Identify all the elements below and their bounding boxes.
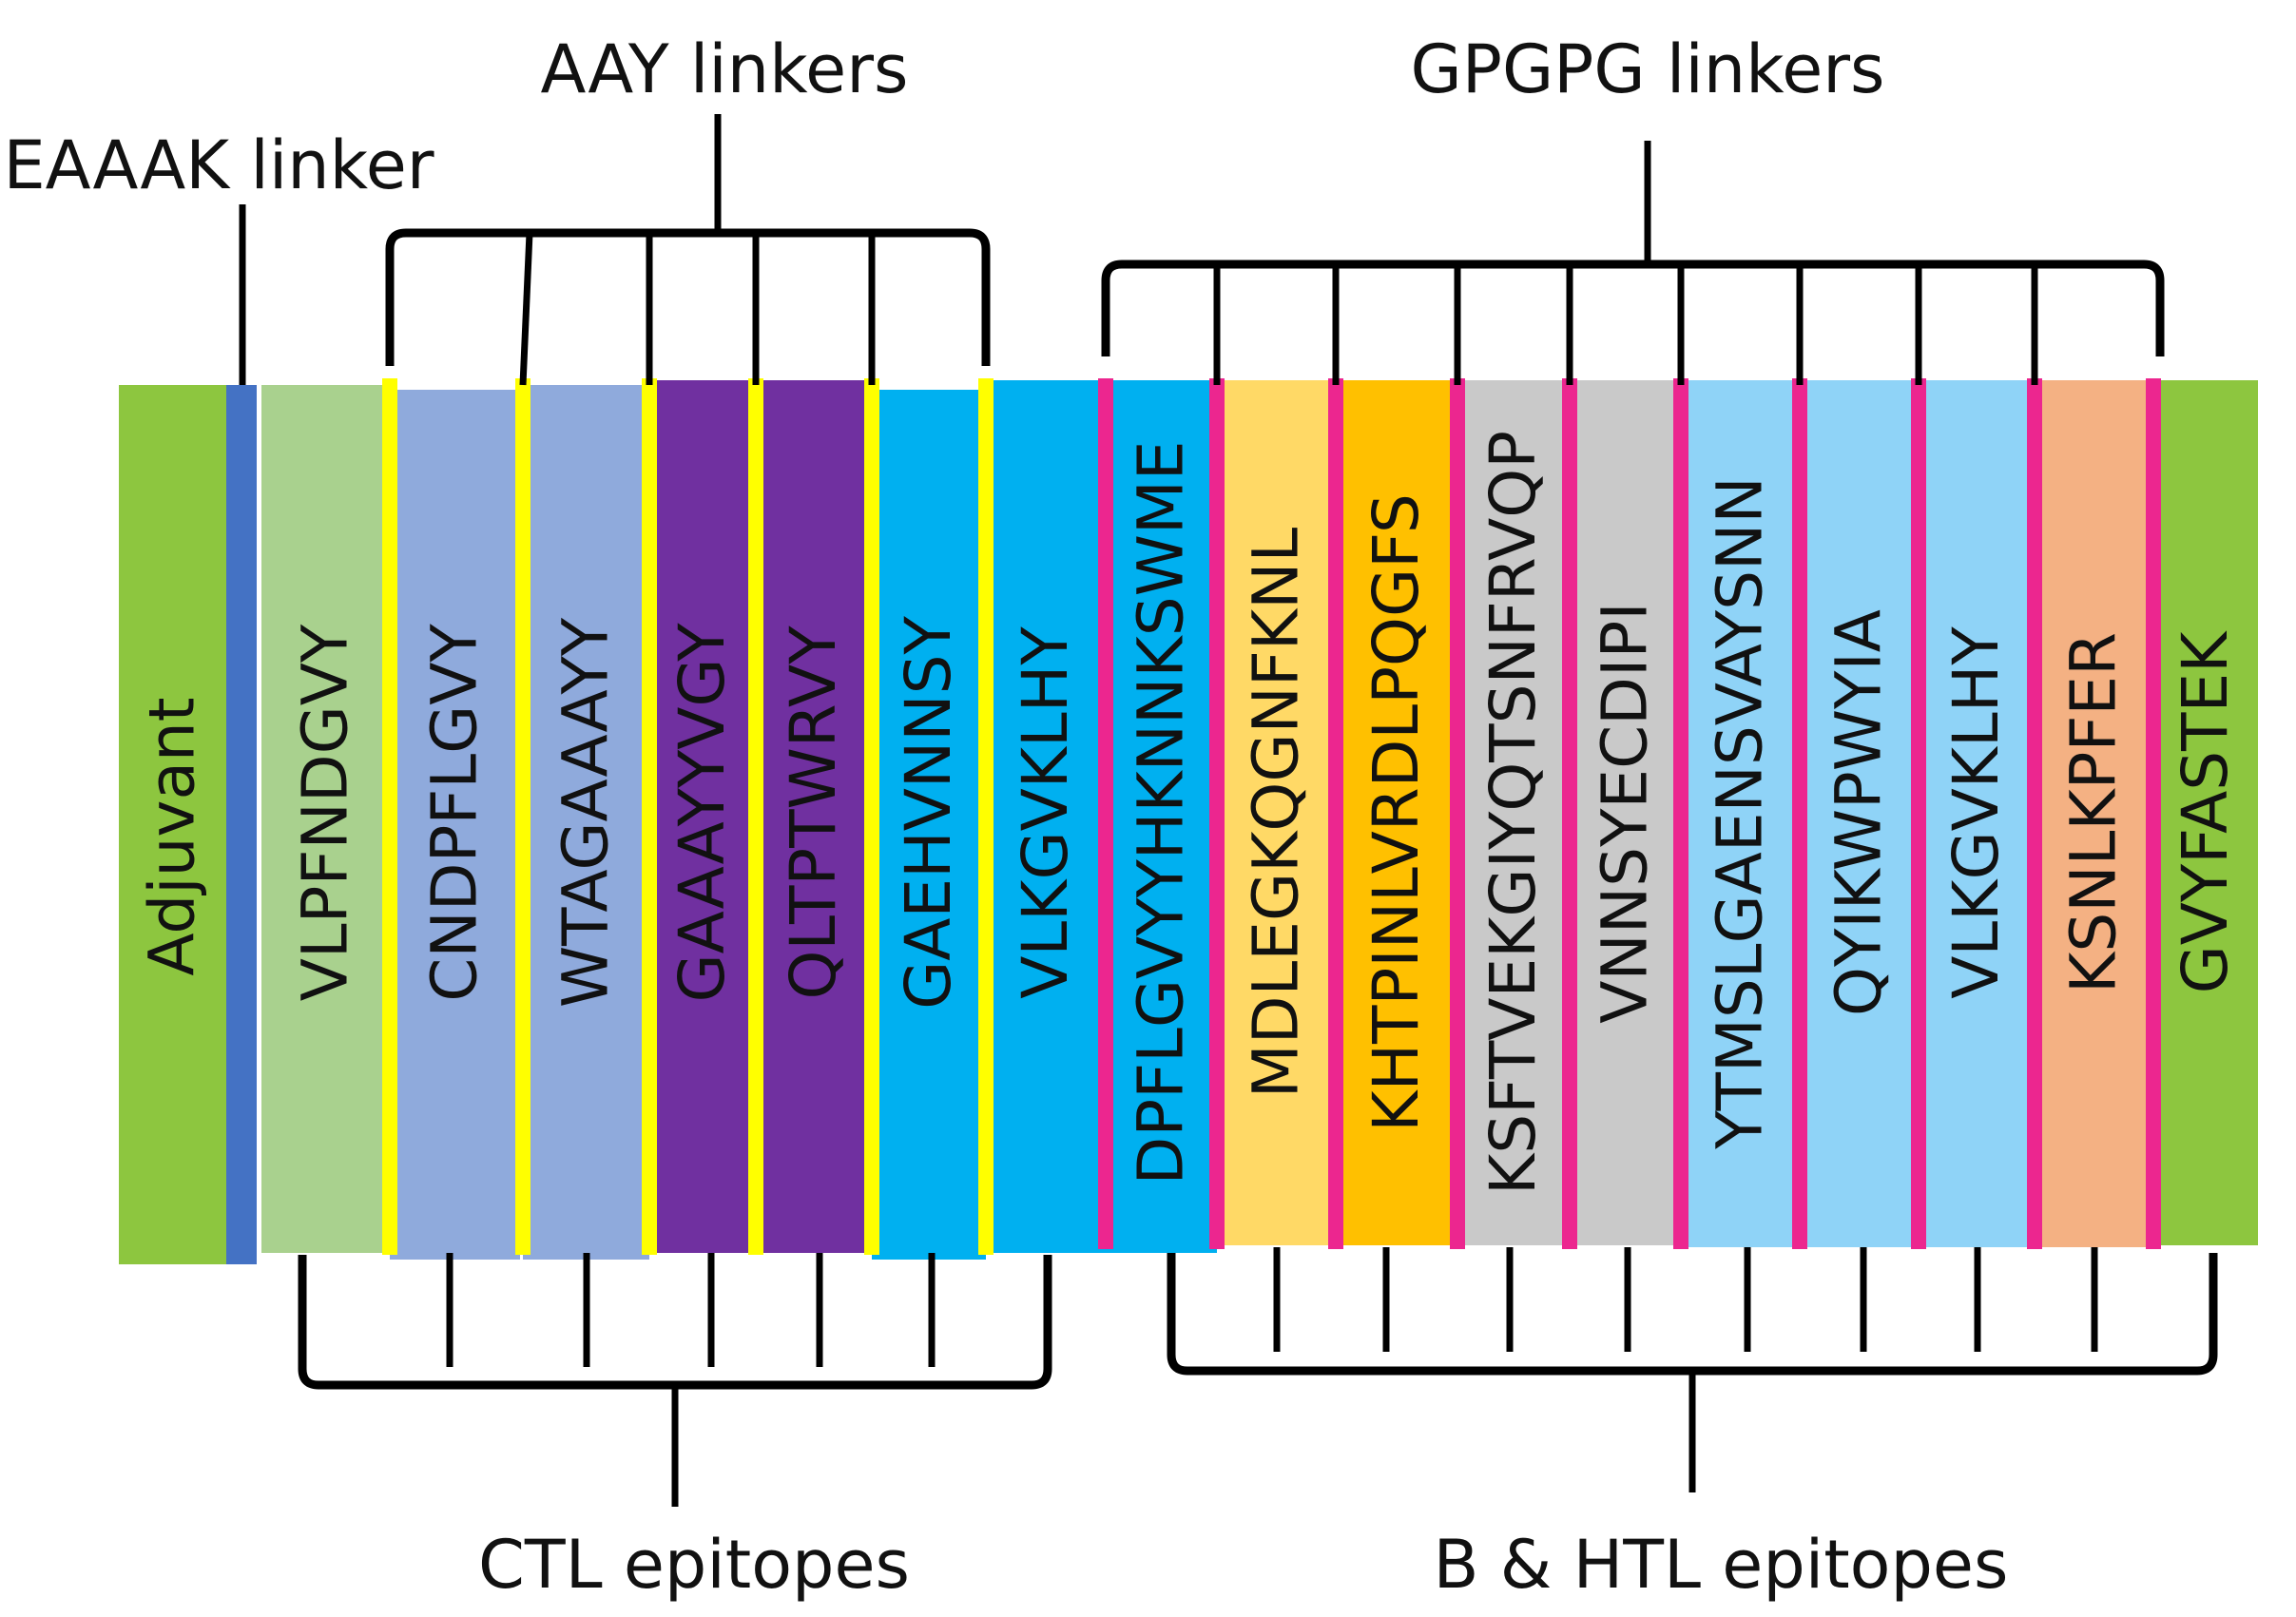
segment-labels: Adjuvant VLPFNDGVY CNDPFLGVY WTAGAAAYY GAAAY… <box>136 431 2243 1195</box>
adjuvant-block <box>119 385 226 1264</box>
aay-linker-bar <box>978 378 994 1255</box>
epitope-sequence: WTAGAAAYY <box>550 617 623 1008</box>
epitope-sequence: GVYFASTEK <box>2169 630 2242 994</box>
epitope-block <box>2153 380 2258 1245</box>
epitope-block <box>261 385 390 1253</box>
gpgpg-linkers-bracket <box>1101 141 2165 385</box>
epitope-sequence: KSNLKPFER <box>2057 632 2131 993</box>
gpgpg-linker-bar <box>1209 378 1225 1249</box>
epitope-block <box>1919 380 2035 1247</box>
epitope-block <box>1106 380 1217 1253</box>
epitope-block <box>1457 380 1570 1245</box>
epitope-block <box>523 385 649 1260</box>
epitope-sequence: QLTPTWRVY <box>777 626 850 1000</box>
gpgpg-linker-bar <box>1328 378 1343 1249</box>
epitope-sequence: QYIKWPWYIA <box>1823 609 1896 1016</box>
b-htl-epitopes-label: B & HTL epitopes <box>1434 1526 2009 1604</box>
epitope-block <box>756 380 872 1253</box>
epitope-sequence: DPFLGVYYHKNNKSWME <box>1125 440 1198 1184</box>
epitope-block <box>1217 380 1336 1245</box>
b-htl-epitopes-bracket <box>1167 1247 2218 1492</box>
epitope-sequence: KHTPINLVRDLPQGFS <box>1360 493 1433 1132</box>
gpgpg-linker-bar <box>1450 378 1465 1249</box>
epitope-block <box>2035 380 2153 1247</box>
adjuvant-label: Adjuvant <box>136 697 209 975</box>
epitope-sequence: VLKGVKLHY <box>1939 626 2013 999</box>
eaaak-linker-block <box>226 385 257 1264</box>
aay-linker-bar <box>642 378 657 1255</box>
epitope-block <box>986 380 1106 1253</box>
aay-linkers-bracket <box>385 114 991 386</box>
aay-linkers-label: AAY linkers <box>541 30 909 108</box>
gpgpg-linker-bar <box>1673 378 1688 1249</box>
gpgpg-linker-bar <box>2027 378 2042 1249</box>
epitope-block <box>390 390 520 1260</box>
gpgpg-linker-bar <box>1792 378 1807 1249</box>
epitope-sequence: KSFTVEKGIYQTSNFRVQP <box>1476 431 1550 1195</box>
epitope-sequence: CNDPFLGVY <box>418 624 492 1002</box>
epitope-sequence: MDLEGKQGNFKNL <box>1240 528 1313 1099</box>
eaaak-linker-label: EAAAK linker <box>3 126 434 204</box>
gpgpg-linker-bar <box>1911 378 1926 1249</box>
gpgpg-linker-bar <box>1562 378 1577 1249</box>
epitope-block <box>1681 380 1800 1247</box>
aay-linker-bar <box>382 378 397 1255</box>
epitope-block <box>649 380 756 1253</box>
gpgpg-linker-bar <box>2146 378 2161 1249</box>
aay-linker-bar <box>864 378 879 1255</box>
epitope-sequence: YTMSLGAENSVAYSNN <box>1704 476 1777 1149</box>
ctl-epitopes-label: CTL epitopes <box>478 1526 910 1604</box>
epitope-sequence: VNNSYECDIPI <box>1589 602 1662 1023</box>
gpgpg-linkers-label: GPGPG linkers <box>1410 30 1884 108</box>
ctl-epitopes-bracket <box>298 1253 1052 1507</box>
epitope-sequence: GAAAYYVGY <box>666 623 739 1003</box>
construct-segments <box>119 380 2258 1264</box>
epitope-block <box>1336 380 1457 1245</box>
aay-linker-bar <box>515 378 531 1255</box>
epitope-block <box>872 390 986 1260</box>
aay-linker-bar <box>748 378 763 1255</box>
epitope-block <box>1800 380 1919 1247</box>
epitope-block <box>1570 380 1681 1245</box>
epitope-sequence: VLPFNDGVY <box>289 624 362 1001</box>
gpgpg-linker-bar <box>1098 378 1113 1249</box>
linker-bars <box>382 378 2161 1255</box>
epitope-sequence: GAEHVNNSY <box>892 615 965 1009</box>
epitope-sequence: VLKGVKLHY <box>1009 626 1082 999</box>
